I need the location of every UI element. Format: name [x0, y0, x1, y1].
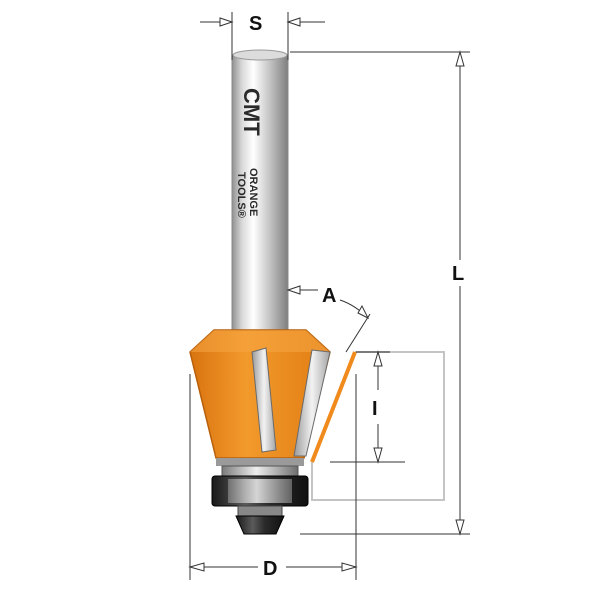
dimension-l: L — [290, 50, 472, 536]
brand-text: ORANGE TOOLS® — [235, 168, 259, 218]
dimension-d: D — [188, 374, 358, 580]
label-l: L — [452, 263, 464, 285]
svg-text:CMT: CMT — [239, 88, 264, 136]
brand-logo: CMT — [239, 88, 264, 136]
label-i: I — [372, 398, 378, 420]
carbide-blade-center — [251, 347, 277, 453]
dimension-a: A — [286, 285, 371, 353]
svg-text:TOOLS®: TOOLS® — [235, 172, 247, 218]
carbide-blades — [251, 347, 331, 457]
bearing — [211, 458, 309, 535]
dimension-s: S — [200, 12, 325, 60]
workpiece — [310, 351, 445, 501]
svg-text:ORANGE: ORANGE — [247, 168, 259, 216]
label-d: D — [263, 558, 277, 580]
label-s: S — [249, 13, 262, 35]
workpiece-outline — [311, 351, 445, 501]
chamfer-edge — [310, 351, 357, 463]
dimension-i: I — [330, 350, 405, 464]
carbide-blade-edge — [293, 349, 331, 457]
shank — [231, 49, 289, 343]
label-a: A — [322, 285, 336, 307]
